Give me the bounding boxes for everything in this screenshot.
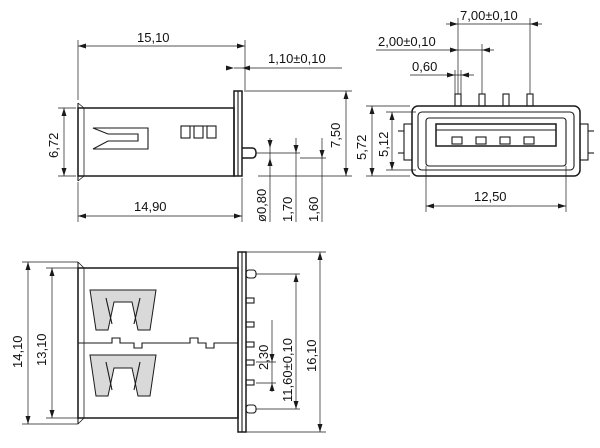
dim-outer-height: 5,72: [354, 135, 369, 160]
dim-outer-width: 14,10: [10, 335, 25, 368]
dim-inner-height: 5,12: [376, 132, 391, 157]
top-view: 14,10 13,10 2,30 11,60±0,10 16,10: [10, 251, 326, 433]
dim-body-height: 6,72: [46, 133, 61, 158]
dim-pin-gap: 2,30: [256, 345, 271, 370]
dim-pin-span: 7,00±0,10: [460, 8, 518, 23]
dim-inner-width: 13,10: [34, 333, 49, 366]
front-view: 7,00±0,10 2,00±0,10 0,60 5,72 5,12: [354, 8, 594, 212]
dim-overall-width: 16,10: [304, 339, 319, 372]
dim-body-length: 14,90: [134, 199, 167, 214]
dim-total-height: 7,50: [328, 123, 343, 148]
dim-mount-spacing: 11,60±0,10: [280, 338, 295, 402]
side-view: 15,10 1,10±0,10 6,72 7,50 14,90 ø0,80: [46, 30, 352, 222]
dim-pin-width: 0,60: [412, 59, 437, 74]
dim-pin-diameter: ø0,80: [254, 189, 269, 222]
dim-pin-offset-b: 1,60: [306, 197, 321, 222]
dim-pin-offset-a: 1,70: [280, 197, 295, 222]
dim-pin-pitch: 2,00±0,10: [378, 34, 436, 49]
dim-flange-thickness: 1,10±0,10: [268, 51, 326, 66]
dim-overall-length: 15,10: [137, 30, 170, 45]
dim-width: 12,50: [474, 189, 507, 204]
